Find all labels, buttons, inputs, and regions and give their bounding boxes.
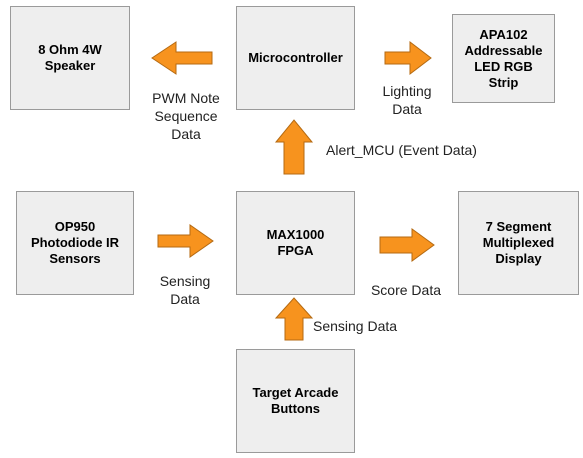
speaker-block: 8 Ohm 4W Speaker: [10, 6, 130, 110]
arrow-fpga-to-mcu: [274, 119, 314, 175]
buttons-block: Target Arcade Buttons: [236, 349, 355, 453]
sensing-data-bottom-label: Sensing Data: [313, 318, 398, 334]
display-label: 7 Segment Multiplexed Display: [482, 219, 555, 266]
fpga-block: MAX1000 FPGA: [236, 191, 355, 295]
led-strip-block: APA102 Addressable LED RGB Strip: [452, 14, 555, 103]
arrow-mcu-to-led-strip: [384, 40, 432, 76]
display-block: 7 Segment Multiplexed Display: [458, 191, 579, 295]
microcontroller-block: Microcontroller: [236, 6, 355, 110]
sensors-label: OP950 Photodiode IR Sensors: [30, 219, 120, 266]
arrow-mcu-to-speaker: [151, 41, 213, 75]
arrow-fpga-to-display: [379, 228, 435, 262]
fpga-label: MAX1000 FPGA: [266, 227, 325, 258]
lighting-data-label: Lighting Data: [382, 83, 432, 117]
score-data-label: Score Data: [370, 282, 442, 298]
speaker-label: 8 Ohm 4W Speaker: [38, 42, 102, 73]
buttons-label: Target Arcade Buttons: [252, 385, 339, 416]
pwm-data-label: PWM Note Sequence Data: [152, 90, 220, 142]
alert-mcu-label: Alert_MCU (Event Data): [326, 142, 477, 158]
led-strip-label: APA102 Addressable LED RGB Strip: [464, 26, 543, 90]
arrow-buttons-to-fpga: [274, 297, 314, 341]
sensors-block: OP950 Photodiode IR Sensors: [16, 191, 134, 295]
arrow-sensors-to-fpga: [157, 224, 214, 258]
sensing-data-left-label: Sensing Data: [159, 273, 211, 307]
microcontroller-label: Microcontroller: [248, 50, 343, 65]
